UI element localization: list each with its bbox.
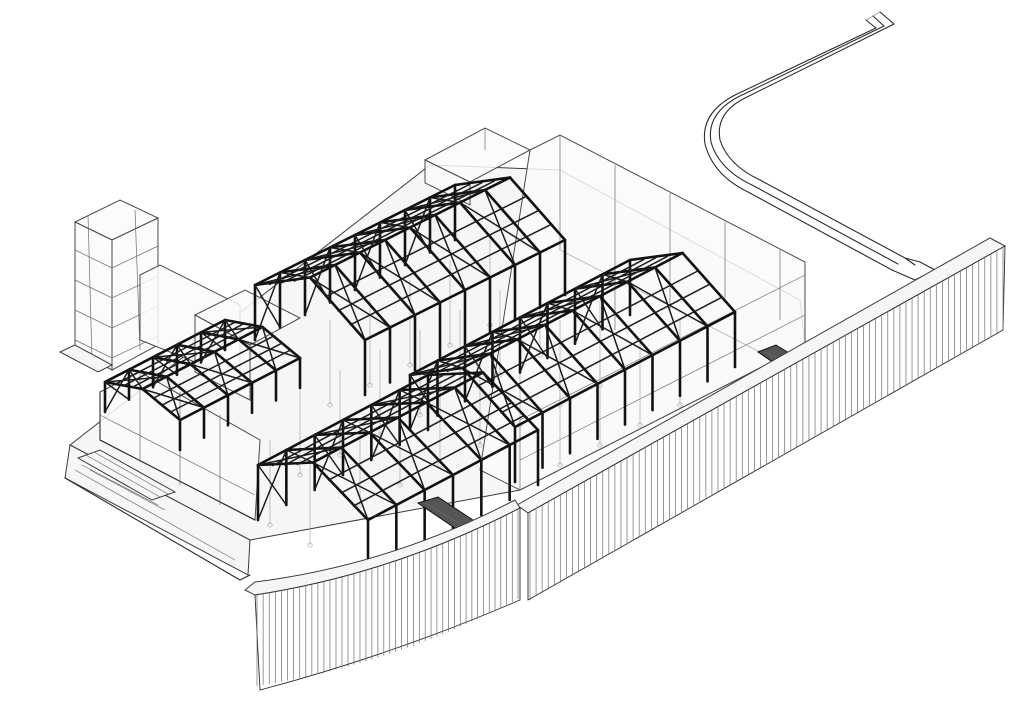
- pile-wall-south: [244, 499, 521, 691]
- steel-roof-frame-west: [103, 318, 302, 452]
- steel-roof-frame-north: [253, 176, 567, 397]
- pile-wall-east: [516, 237, 1007, 601]
- steel-roof-frame-south: [256, 371, 540, 577]
- exterior-stair: [76, 449, 177, 511]
- stair-tower: [58, 199, 160, 373]
- steel-roof-frame-east: [408, 251, 737, 484]
